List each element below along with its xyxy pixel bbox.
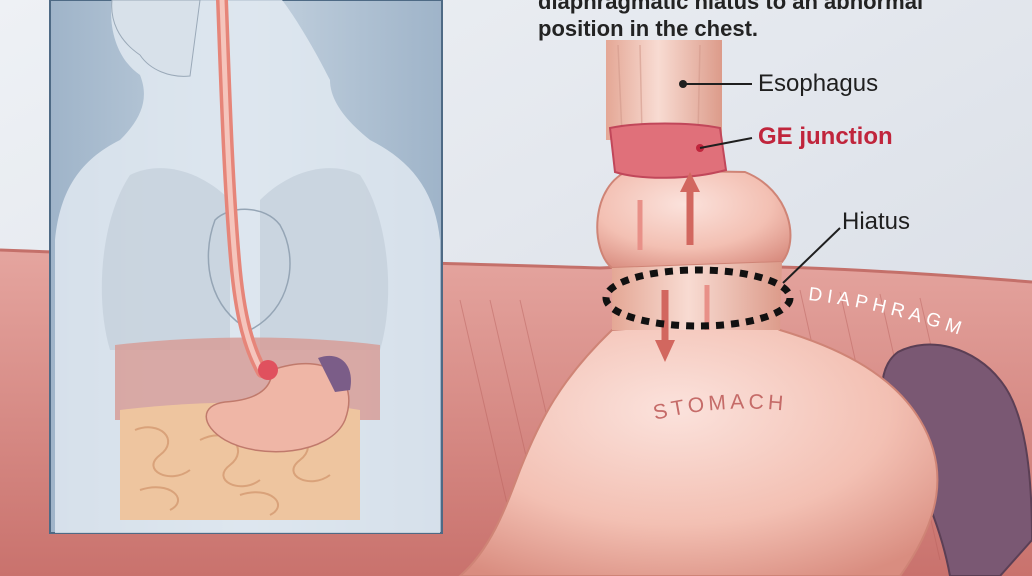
caption-line-2: position in the chest. [538, 15, 1008, 42]
ge-junction-label: GE junction [758, 123, 893, 151]
caption-line-1: diaphragmatic hiatus to an abnormal [538, 0, 1008, 15]
caption-text: diaphragmatic hiatus to an abnormal posi… [538, 0, 1008, 42]
ge-junction [610, 124, 726, 178]
hiatus-label: Hiatus [842, 208, 910, 236]
esophagus-label: Esophagus [758, 70, 878, 98]
inset-body-panel [50, 0, 442, 533]
